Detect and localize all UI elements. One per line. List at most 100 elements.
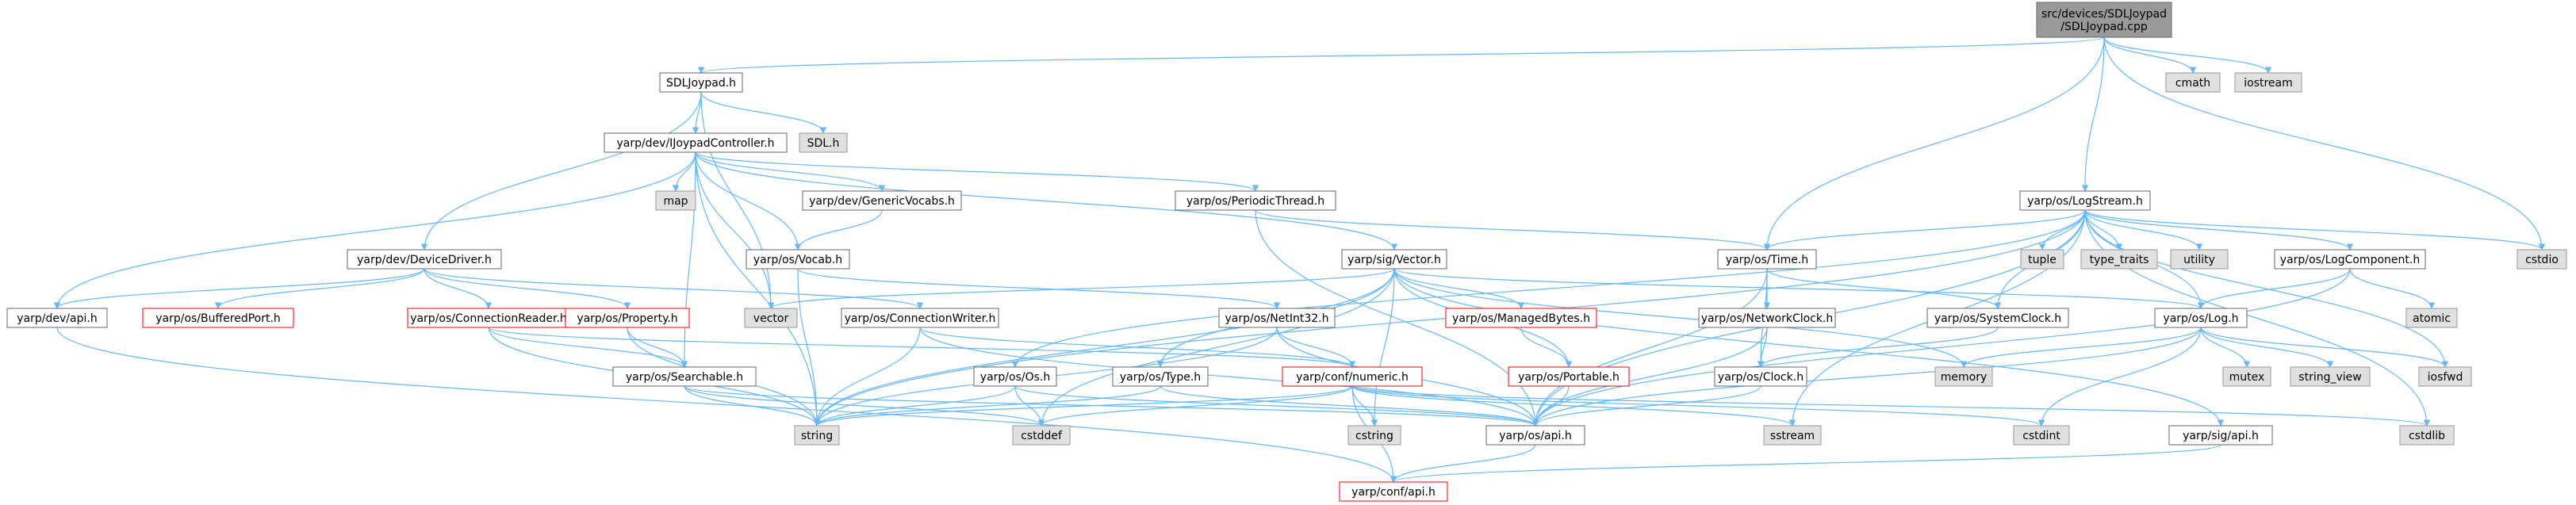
node-property[interactable]: yarp/os/Property.h	[565, 308, 690, 328]
node-label-vocab: yarp/os/Vocab.h	[753, 254, 842, 266]
node-box-logstream	[2019, 190, 2151, 211]
node-confapi[interactable]: yarp/conf/api.h	[1339, 481, 1448, 502]
node-connwriter[interactable]: yarp/os/ConnectionWriter.h	[841, 308, 999, 328]
edge-osapi-to-confapi	[1390, 444, 1536, 483]
edge-vocab-to-nint32	[797, 268, 1281, 309]
node-sigvector[interactable]: yarp/sig/Vector.h	[1341, 249, 1447, 270]
node-box-tuple	[2020, 249, 2064, 270]
node-box-periodicthread	[1175, 190, 1336, 211]
node-label-cstdlib: cstdlib	[2409, 430, 2445, 442]
node-box-sigapi	[2168, 425, 2273, 446]
node-atomic: atomic	[2405, 308, 2458, 328]
node-box-networkclock	[1698, 308, 1836, 328]
node-portable[interactable]: yarp/os/Portable.h	[1508, 366, 1630, 387]
node-label-genericvocabs: yarp/dev/GenericVocabs.h	[809, 195, 955, 208]
node-periodicthread[interactable]: yarp/os/PeriodicThread.h	[1175, 190, 1336, 211]
node-vocab[interactable]: yarp/os/Vocab.h	[746, 249, 850, 270]
node-label-cstring: cstring	[1355, 430, 1393, 442]
node-label-sdl_h: SDL.h	[807, 137, 840, 150]
node-bufferedport[interactable]: yarp/os/BufferedPort.h	[142, 308, 294, 328]
node-managedbytes[interactable]: yarp/os/ManagedBytes.h	[1445, 308, 1597, 328]
node-box-devicedriver	[347, 249, 502, 270]
edge-connreader-to-numeric	[488, 327, 1355, 368]
edge-ijoypad-to-vocab	[695, 151, 802, 251]
edge-logstream-to-time	[1763, 209, 2086, 251]
edge-time-to-systemclock	[1766, 268, 2002, 309]
node-label-iosfwd: iosfwd	[2428, 371, 2463, 384]
node-box-clock	[1714, 366, 1807, 387]
edge-clock-to-osapi	[1531, 385, 1761, 427]
edge-logcomponent-to-log	[2197, 268, 2351, 309]
node-cstdio: cstdio	[2517, 249, 2567, 270]
node-string: string	[794, 425, 840, 446]
edge-searchable-to-osapi	[684, 385, 1539, 427]
node-systemclock[interactable]: yarp/os/SystemClock.h	[1926, 308, 2069, 328]
node-os[interactable]: yarp/os/Os.h	[973, 366, 1057, 387]
edge-connwriter-to-numeric	[919, 327, 1356, 368]
node-logcomponent[interactable]: yarp/os/LogComponent.h	[2274, 249, 2426, 270]
edge-root-to-iostream	[2103, 36, 2272, 74]
node-sigapi[interactable]: yarp/sig/api.h	[2168, 425, 2273, 446]
node-box-utility	[2170, 249, 2229, 270]
node-label-iostream: iostream	[2244, 77, 2293, 90]
edge-sigvector-to-cstring	[1370, 268, 1395, 427]
node-searchable[interactable]: yarp/os/Searchable.h	[612, 366, 757, 387]
node-sdljoypad_h[interactable]: SDLJoypad.h	[659, 72, 743, 93]
node-label-sigvector: yarp/sig/Vector.h	[1347, 254, 1441, 266]
node-ijoypad[interactable]: yarp/dev/IJoypadController.h	[604, 132, 788, 153]
node-clock[interactable]: yarp/os/Clock.h	[1714, 366, 1807, 387]
node-label-type: yarp/os/Type.h	[1120, 371, 1201, 384]
node-time[interactable]: yarp/os/Time.h	[1717, 249, 1817, 270]
edge-logstream-to-cstdlib	[2084, 209, 2431, 427]
node-box-vector	[744, 308, 798, 328]
node-box-memory	[1934, 366, 1993, 387]
node-networkclock[interactable]: yarp/os/NetworkClock.h	[1698, 308, 1836, 328]
node-numeric[interactable]: yarp/conf/numeric.h	[1282, 366, 1423, 387]
edge-logstream-to-iosfwd	[2084, 209, 2449, 368]
edge-log-to-osapi	[1531, 327, 2202, 427]
node-label-networkclock: yarp/os/NetworkClock.h	[1701, 312, 1834, 325]
node-box-sdl_h	[799, 132, 848, 153]
edge-searchable-to-cstddef	[684, 385, 1045, 427]
node-box-os	[973, 366, 1057, 387]
node-label-os: yarp/os/Os.h	[980, 371, 1050, 384]
node-log[interactable]: yarp/os/Log.h	[2154, 308, 2248, 328]
node-box-devapi	[6, 308, 108, 328]
node-label-ijoypad: yarp/dev/IJoypadController.h	[616, 137, 774, 150]
node-box-atomic	[2405, 308, 2458, 328]
node-nint32[interactable]: yarp/os/NetInt32.h	[1218, 308, 1336, 328]
node-box-systemclock	[1926, 308, 2069, 328]
node-devapi[interactable]: yarp/dev/api.h	[6, 308, 108, 328]
node-box-managedbytes	[1445, 308, 1597, 328]
node-label-root: src/devices/SDLJoypad	[2041, 8, 2167, 21]
edge-numeric-to-string	[814, 385, 1353, 427]
node-connreader[interactable]: yarp/os/ConnectionReader.h	[407, 308, 570, 328]
node-label-memory: memory	[1941, 371, 1988, 384]
edge-devicedriver-to-bufferedport	[214, 268, 425, 309]
node-genericvocabs[interactable]: yarp/dev/GenericVocabs.h	[802, 190, 962, 211]
node-cstring: cstring	[1347, 425, 1401, 446]
node-logstream[interactable]: yarp/os/LogStream.h	[2019, 190, 2151, 211]
node-label-vector: vector	[753, 312, 789, 325]
node-root[interactable]: src/devices/SDLJoypad/SDLJoypad.cpp	[2036, 2, 2172, 38]
node-devicedriver[interactable]: yarp/dev/DeviceDriver.h	[347, 249, 502, 270]
edge-ijoypad-to-map	[672, 151, 696, 192]
edge-type-to-string	[813, 385, 1161, 427]
edge-devicedriver-to-connreader	[424, 268, 493, 309]
edge-periodicthread-to-time	[1255, 209, 1771, 251]
node-label-managedbytes: yarp/os/ManagedBytes.h	[1452, 312, 1590, 325]
node-cstdlib: cstdlib	[2399, 425, 2455, 446]
node-type[interactable]: yarp/os/Type.h	[1112, 366, 1209, 387]
node-box-logcomponent	[2274, 249, 2426, 270]
edge-sigapi-to-confapi	[1390, 444, 2221, 483]
node-osapi[interactable]: yarp/os/api.h	[1485, 425, 1585, 446]
node-box-cstring	[1347, 425, 1401, 446]
node-label-tuple: tuple	[2028, 254, 2057, 266]
node-label-devapi: yarp/dev/api.h	[17, 312, 97, 325]
node-box-genericvocabs	[802, 190, 962, 211]
node-box-vocab	[746, 249, 850, 270]
edge-managedbytes-to-portable	[1520, 327, 1573, 368]
node-label-cstddef: cstddef	[1021, 430, 1063, 442]
edge-os-to-string	[813, 385, 1016, 427]
